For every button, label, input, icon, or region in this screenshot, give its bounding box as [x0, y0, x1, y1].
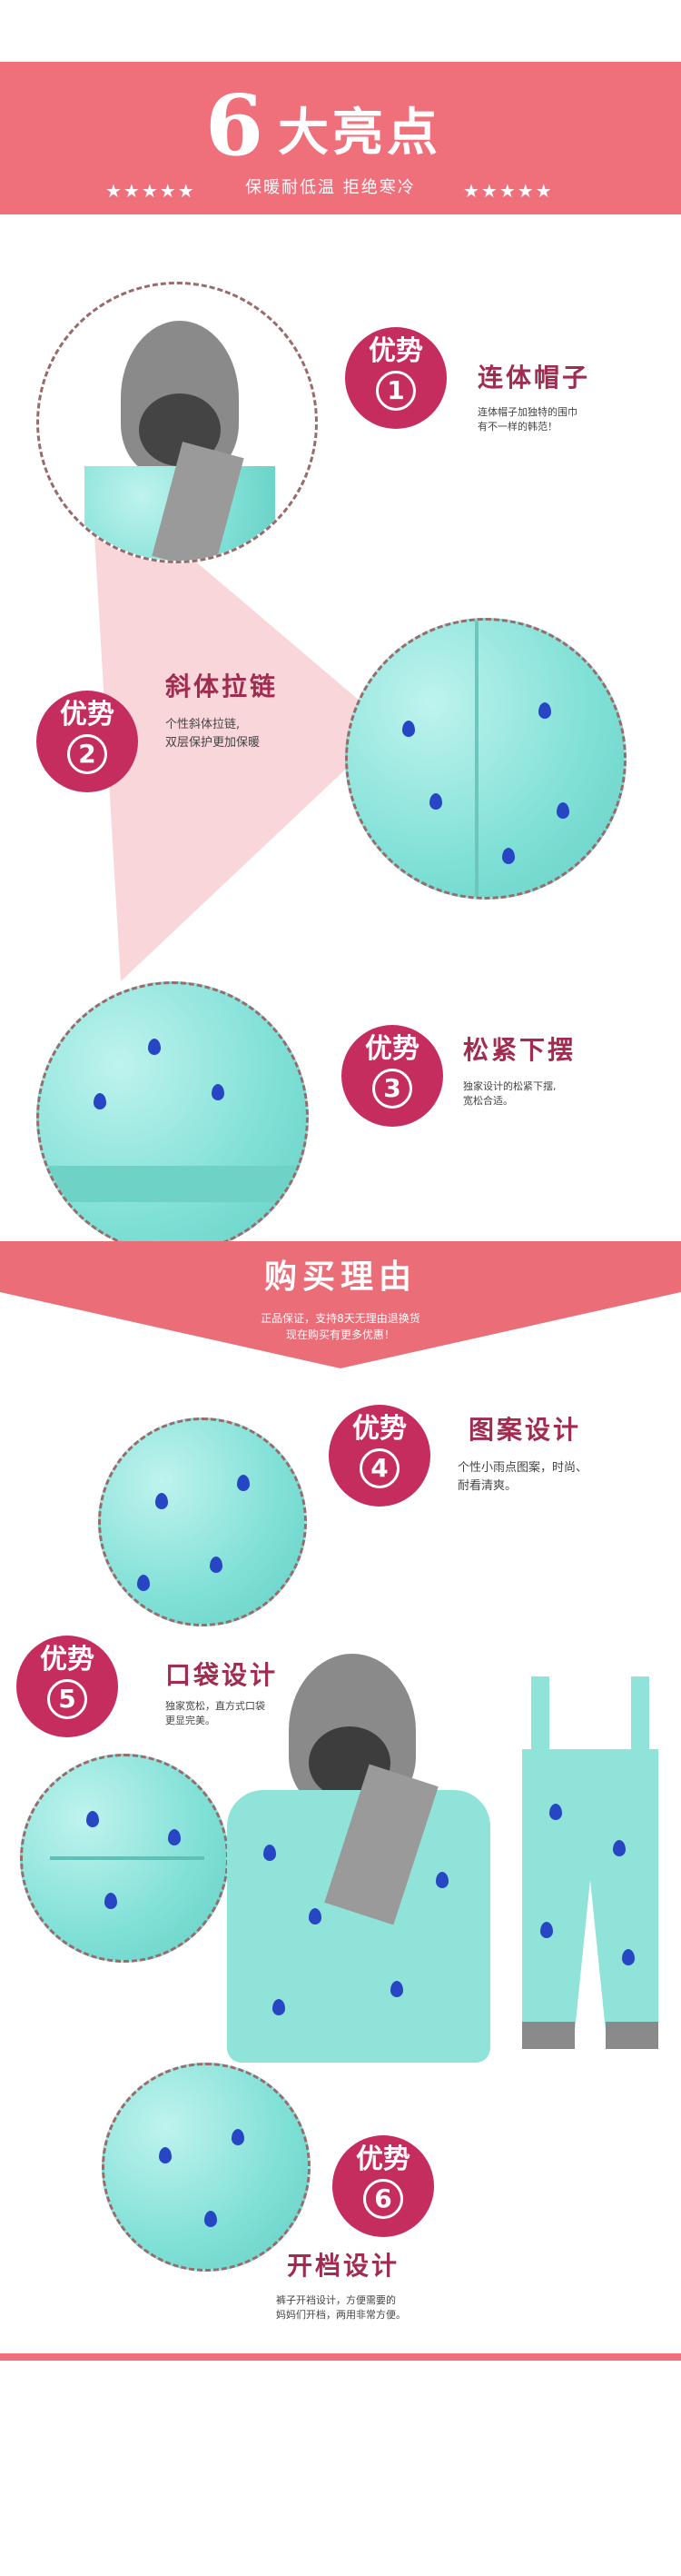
drop-mark — [86, 1811, 99, 1827]
drop-mark — [155, 1493, 168, 1509]
badge-number: 6 — [363, 2179, 403, 2219]
stars-left: ★★★★★ — [105, 180, 196, 202]
drop-mark — [159, 2147, 172, 2163]
drop-mark — [613, 1840, 626, 1856]
drop-mark — [148, 1039, 161, 1055]
drop-mark — [390, 1981, 403, 1997]
pants-product-image — [513, 1676, 667, 2058]
drop-mark — [402, 721, 415, 737]
drop-mark — [204, 2211, 217, 2227]
drop-mark — [549, 1804, 562, 1820]
feature-3-desc: 独家设计的松紧下摆, 宽松合适。 — [463, 1080, 557, 1107]
drop-mark — [94, 1093, 106, 1109]
zipper-line — [475, 621, 479, 897]
drop-mark — [540, 1922, 553, 1938]
drop-mark — [436, 1872, 449, 1888]
purchase-title: 购买理由 — [263, 1258, 417, 1296]
elastic-hem — [39, 1166, 306, 1202]
stars-right: ★★★★★ — [463, 180, 554, 202]
pocket-photo — [20, 1754, 229, 1963]
header-number: 6 — [205, 76, 264, 174]
badge-1: 优势 1 — [345, 327, 447, 429]
bottom-accent-line — [0, 2353, 681, 2361]
badge-number: 4 — [360, 1448, 400, 1488]
crotch-photo — [102, 2063, 311, 2272]
drop-mark — [263, 1845, 276, 1861]
header-subtitle: 保暖耐低温 拒绝寒冷 — [245, 178, 416, 197]
badge-3: 优势 3 — [341, 1025, 443, 1127]
feature-1-desc: 连体帽子加独特的围巾 有不一样的韩范！ — [478, 406, 577, 433]
drop-mark — [309, 1908, 321, 1925]
drop-mark — [557, 802, 569, 819]
purchase-desc: 正品保证，支持8天无理由退换货 现在购买有更多优惠！ — [261, 1312, 420, 1341]
badge-label: 优势 — [365, 1033, 419, 1065]
feature-4-title: 图案设计 — [469, 1415, 582, 1445]
pants-body — [522, 1749, 658, 2040]
badge-label: 优势 — [40, 1644, 94, 1676]
hood-photo — [36, 282, 318, 563]
hem-photo — [36, 981, 309, 1254]
drop-mark — [168, 1829, 181, 1845]
pants-cuff-right — [606, 2022, 658, 2049]
feature-6-title: 开档设计 — [287, 2251, 400, 2281]
feature-4-desc: 个性小雨点图案，时尚、 耐看清爽。 — [458, 1461, 588, 1493]
header-top-space — [0, 0, 681, 62]
header-title: 大亮点 — [278, 103, 441, 163]
feature-2-desc: 个性斜体拉链, 双层保护更加保暖 — [165, 718, 261, 750]
drop-mark — [272, 1999, 285, 2015]
feature-3-title: 松紧下摆 — [463, 1035, 577, 1065]
zipper-photo — [345, 618, 627, 900]
pants-strap-left — [531, 1676, 549, 1758]
feature-6-desc: 裤子开裆设计，方便需要的 妈妈们开档，两用非常方便。 — [276, 2294, 406, 2321]
badge-2: 优势 2 — [36, 691, 138, 792]
feature-5-title: 口袋设计 — [165, 1660, 279, 1690]
badge-4: 优势 4 — [329, 1405, 430, 1507]
badge-6: 优势 6 — [332, 2135, 434, 2237]
pants-cuff-left — [522, 2022, 575, 2049]
header-banner — [0, 62, 681, 214]
drop-mark — [137, 1575, 150, 1591]
badge-number: 1 — [376, 371, 416, 411]
drop-mark — [212, 1084, 224, 1100]
drop-mark — [104, 1893, 117, 1909]
badge-number: 3 — [372, 1069, 412, 1109]
jacket-product-image — [209, 1636, 508, 2072]
pants-strap-right — [631, 1676, 649, 1758]
badge-number: 2 — [67, 734, 107, 774]
badge-label: 优势 — [352, 1413, 407, 1445]
pocket-seam — [50, 1856, 204, 1860]
badge-5: 优势 5 — [16, 1636, 118, 1737]
badge-label: 优势 — [60, 699, 114, 731]
drop-mark — [429, 793, 442, 810]
drop-mark — [237, 1475, 250, 1491]
badge-label: 优势 — [356, 2143, 410, 2175]
drop-mark — [538, 702, 551, 719]
drop-mark — [210, 1557, 222, 1573]
badge-label: 优势 — [369, 335, 423, 367]
feature-2-title: 斜体拉链 — [165, 671, 279, 701]
feature-5-desc: 独家宽松，直方式口袋 更显完美。 — [165, 1700, 265, 1726]
drop-mark — [232, 2129, 244, 2145]
badge-number: 5 — [47, 1679, 87, 1719]
feature-1-title: 连体帽子 — [478, 363, 591, 393]
drop-mark — [502, 848, 515, 864]
drop-mark — [622, 1949, 635, 1965]
pattern-photo — [98, 1417, 307, 1626]
